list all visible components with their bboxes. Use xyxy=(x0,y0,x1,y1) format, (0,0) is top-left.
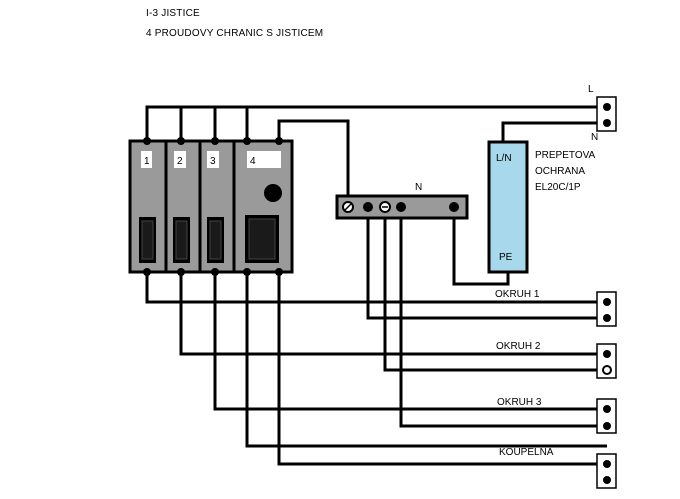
circuit-label: OKRUH 2 xyxy=(496,341,541,352)
surge-protector-desc-3: EL20C/1P xyxy=(535,182,581,193)
breaker-3-toggle-inner xyxy=(209,220,222,260)
wire-okruh2-neutral xyxy=(383,207,607,372)
wire-okruh3-phase xyxy=(213,272,607,411)
breaker-2: 2 xyxy=(173,151,190,263)
circuit-label: OKRUH 1 xyxy=(495,289,540,300)
circuit-okruh-2: OKRUH 2 xyxy=(496,341,617,379)
supply-phase-label: L xyxy=(588,84,594,95)
terminal-dot xyxy=(211,268,219,276)
breaker-3: 3 xyxy=(207,151,224,263)
screw-icon xyxy=(396,202,406,212)
terminal-dot xyxy=(143,268,151,276)
terminal-dot xyxy=(243,137,251,145)
terminal-dot xyxy=(143,137,151,145)
breaker-4-label-box xyxy=(247,151,281,168)
breaker-4-rcbo: 4 xyxy=(245,151,282,263)
terminal-dot xyxy=(177,268,185,276)
screw-slot xyxy=(344,203,352,211)
neutral-bar: N xyxy=(335,182,469,220)
supply-terminal: L N xyxy=(588,84,617,143)
surge-protector: L/N PE PREPETOVA OCHRANA EL20C/1P xyxy=(487,140,596,274)
circuit-label: OKRUH 3 xyxy=(497,397,542,408)
breaker-4-toggle-inner xyxy=(248,218,276,260)
breaker-3-label: 3 xyxy=(210,156,216,167)
terminal-dot xyxy=(603,298,611,306)
wires xyxy=(145,105,607,466)
breaker-2-label-box xyxy=(174,151,186,168)
breaker-1: 1 xyxy=(139,151,156,263)
circuit-okruh-3: OKRUH 3 xyxy=(497,397,617,434)
terminal-dot xyxy=(603,119,611,127)
wire-koupelna-phase xyxy=(245,272,607,448)
terminal-dot xyxy=(603,422,611,430)
circuit-label: KOUPELNA xyxy=(499,447,554,458)
circuit-koupelna: KOUPELNA xyxy=(499,447,617,489)
breaker-4-label: 4 xyxy=(250,156,256,167)
terminal-dot xyxy=(603,460,611,468)
circuit-terminal-block xyxy=(596,398,617,434)
circuit-terminal-block xyxy=(596,453,617,489)
header-line-2: 4 PROUDOVY CHRANIC S JISTICEM xyxy=(146,28,324,39)
terminal-dot xyxy=(603,103,611,111)
terminal-dot xyxy=(177,137,185,145)
breaker-1-label: 1 xyxy=(144,156,150,167)
breaker-3-label-box xyxy=(207,151,219,168)
circuit-terminal-block xyxy=(596,291,617,327)
rcd-test-button-icon xyxy=(264,184,282,202)
terminal-dot xyxy=(603,405,611,413)
breaker-block: 1 2 3 4 xyxy=(128,139,294,274)
terminal-dot xyxy=(603,350,611,358)
supply-neutral-label: N xyxy=(591,132,598,143)
screw-icon xyxy=(363,202,373,212)
breaker-2-toggle-inner xyxy=(175,220,188,260)
terminal-dot xyxy=(275,268,283,276)
screw-icon xyxy=(449,202,459,212)
circuit-okruh-1: OKRUH 1 xyxy=(495,289,617,327)
terminal-dot xyxy=(603,314,611,322)
terminal-dot xyxy=(275,137,283,145)
wire-phase-l xyxy=(145,105,607,141)
wire-okruh3-neutral xyxy=(399,207,607,428)
header-line-1: I-3 JISTICE xyxy=(146,8,200,19)
breaker-1-toggle-inner xyxy=(141,220,154,260)
surge-protector-top-label: L/N xyxy=(496,153,512,164)
neutral-bar-screws xyxy=(342,201,459,213)
breaker-terminals xyxy=(143,137,283,276)
wire-neutral-in xyxy=(501,121,607,142)
surge-protector-bottom-label: PE xyxy=(499,252,513,263)
wire-neutral-bar-to-pe xyxy=(452,207,510,286)
terminal-dot xyxy=(211,137,219,145)
terminal-dot xyxy=(243,268,251,276)
surge-protector-desc-2: OCHRANA xyxy=(535,166,585,177)
neutral-bar-label: N xyxy=(415,182,422,193)
supply-terminal-block xyxy=(596,96,617,132)
breaker-2-label: 2 xyxy=(177,156,183,167)
wire-okruh2-phase xyxy=(179,272,607,356)
wire-rcd-to-neutral-bar xyxy=(277,119,350,196)
surge-protector-body xyxy=(487,140,529,274)
wire-okruh1-phase xyxy=(145,272,607,304)
surge-protector-desc-1: PREPETOVA xyxy=(535,150,596,161)
terminal-dot xyxy=(602,365,612,375)
wire-okruh1-neutral xyxy=(366,207,607,320)
terminal-dot xyxy=(603,476,611,484)
wire-koupelna-neutral xyxy=(277,272,607,466)
breaker-1-label-box xyxy=(141,151,152,168)
